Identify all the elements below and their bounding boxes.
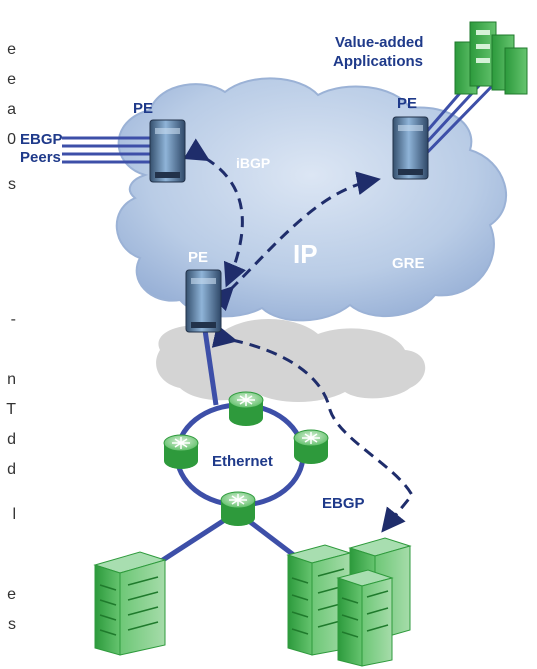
ebgp-peers-label-line2: Peers <box>20 149 61 166</box>
pe-device-center <box>185 269 222 333</box>
cropped-text-fragment: s <box>8 176 16 193</box>
cropped-text-fragment: a <box>7 101 16 118</box>
cropped-text-fragment: n <box>7 371 16 388</box>
gre-arrow <box>208 171 381 312</box>
ip-cloud <box>115 77 508 322</box>
cropped-text-fragment: 0 <box>7 131 16 148</box>
ethernet-router-bottom <box>220 491 256 526</box>
pe-right-label: PE <box>397 95 417 112</box>
pe-device-left <box>149 119 186 183</box>
cropped-text-fragment: l <box>12 506 16 523</box>
ebgp-peer-links <box>62 136 150 164</box>
building-left <box>93 551 167 656</box>
gre-label: GRE <box>392 255 425 272</box>
ethernet-router-right <box>293 429 329 464</box>
pe-left-label: PE <box>133 100 153 117</box>
cropped-text-fragment: T <box>6 401 16 418</box>
cropped-text-fragment: d <box>7 461 16 478</box>
cropped-text-fragment: e <box>7 71 16 88</box>
dashed-arrows <box>183 138 414 533</box>
value-added-label-line2: Applications <box>333 53 423 70</box>
ebgp-arrow <box>211 324 414 533</box>
pe-device-right <box>392 116 429 180</box>
building-right-front <box>336 569 394 667</box>
ethernet-router-left <box>163 434 199 469</box>
server-stack-icon <box>454 21 528 95</box>
ebgp-peers-label-line1: EBGP <box>20 131 63 148</box>
ethernet-label: Ethernet <box>212 453 273 470</box>
cropped-text-fragment: e <box>7 41 16 58</box>
value-added-label-line1: Value-added <box>335 34 423 51</box>
ebgp-bottom-label: EBGP <box>322 495 365 512</box>
cropped-text-fragment: - <box>10 311 16 328</box>
cropped-text-fragment: s <box>8 616 16 633</box>
cropped-text-fragment: e <box>7 586 16 603</box>
cropped-text-fragment: d <box>7 431 16 448</box>
ethernet-router-top <box>228 391 264 426</box>
ibgp-label: iBGP <box>236 155 270 171</box>
ip-label: IP <box>293 239 318 269</box>
pe-center-label: PE <box>188 249 208 266</box>
